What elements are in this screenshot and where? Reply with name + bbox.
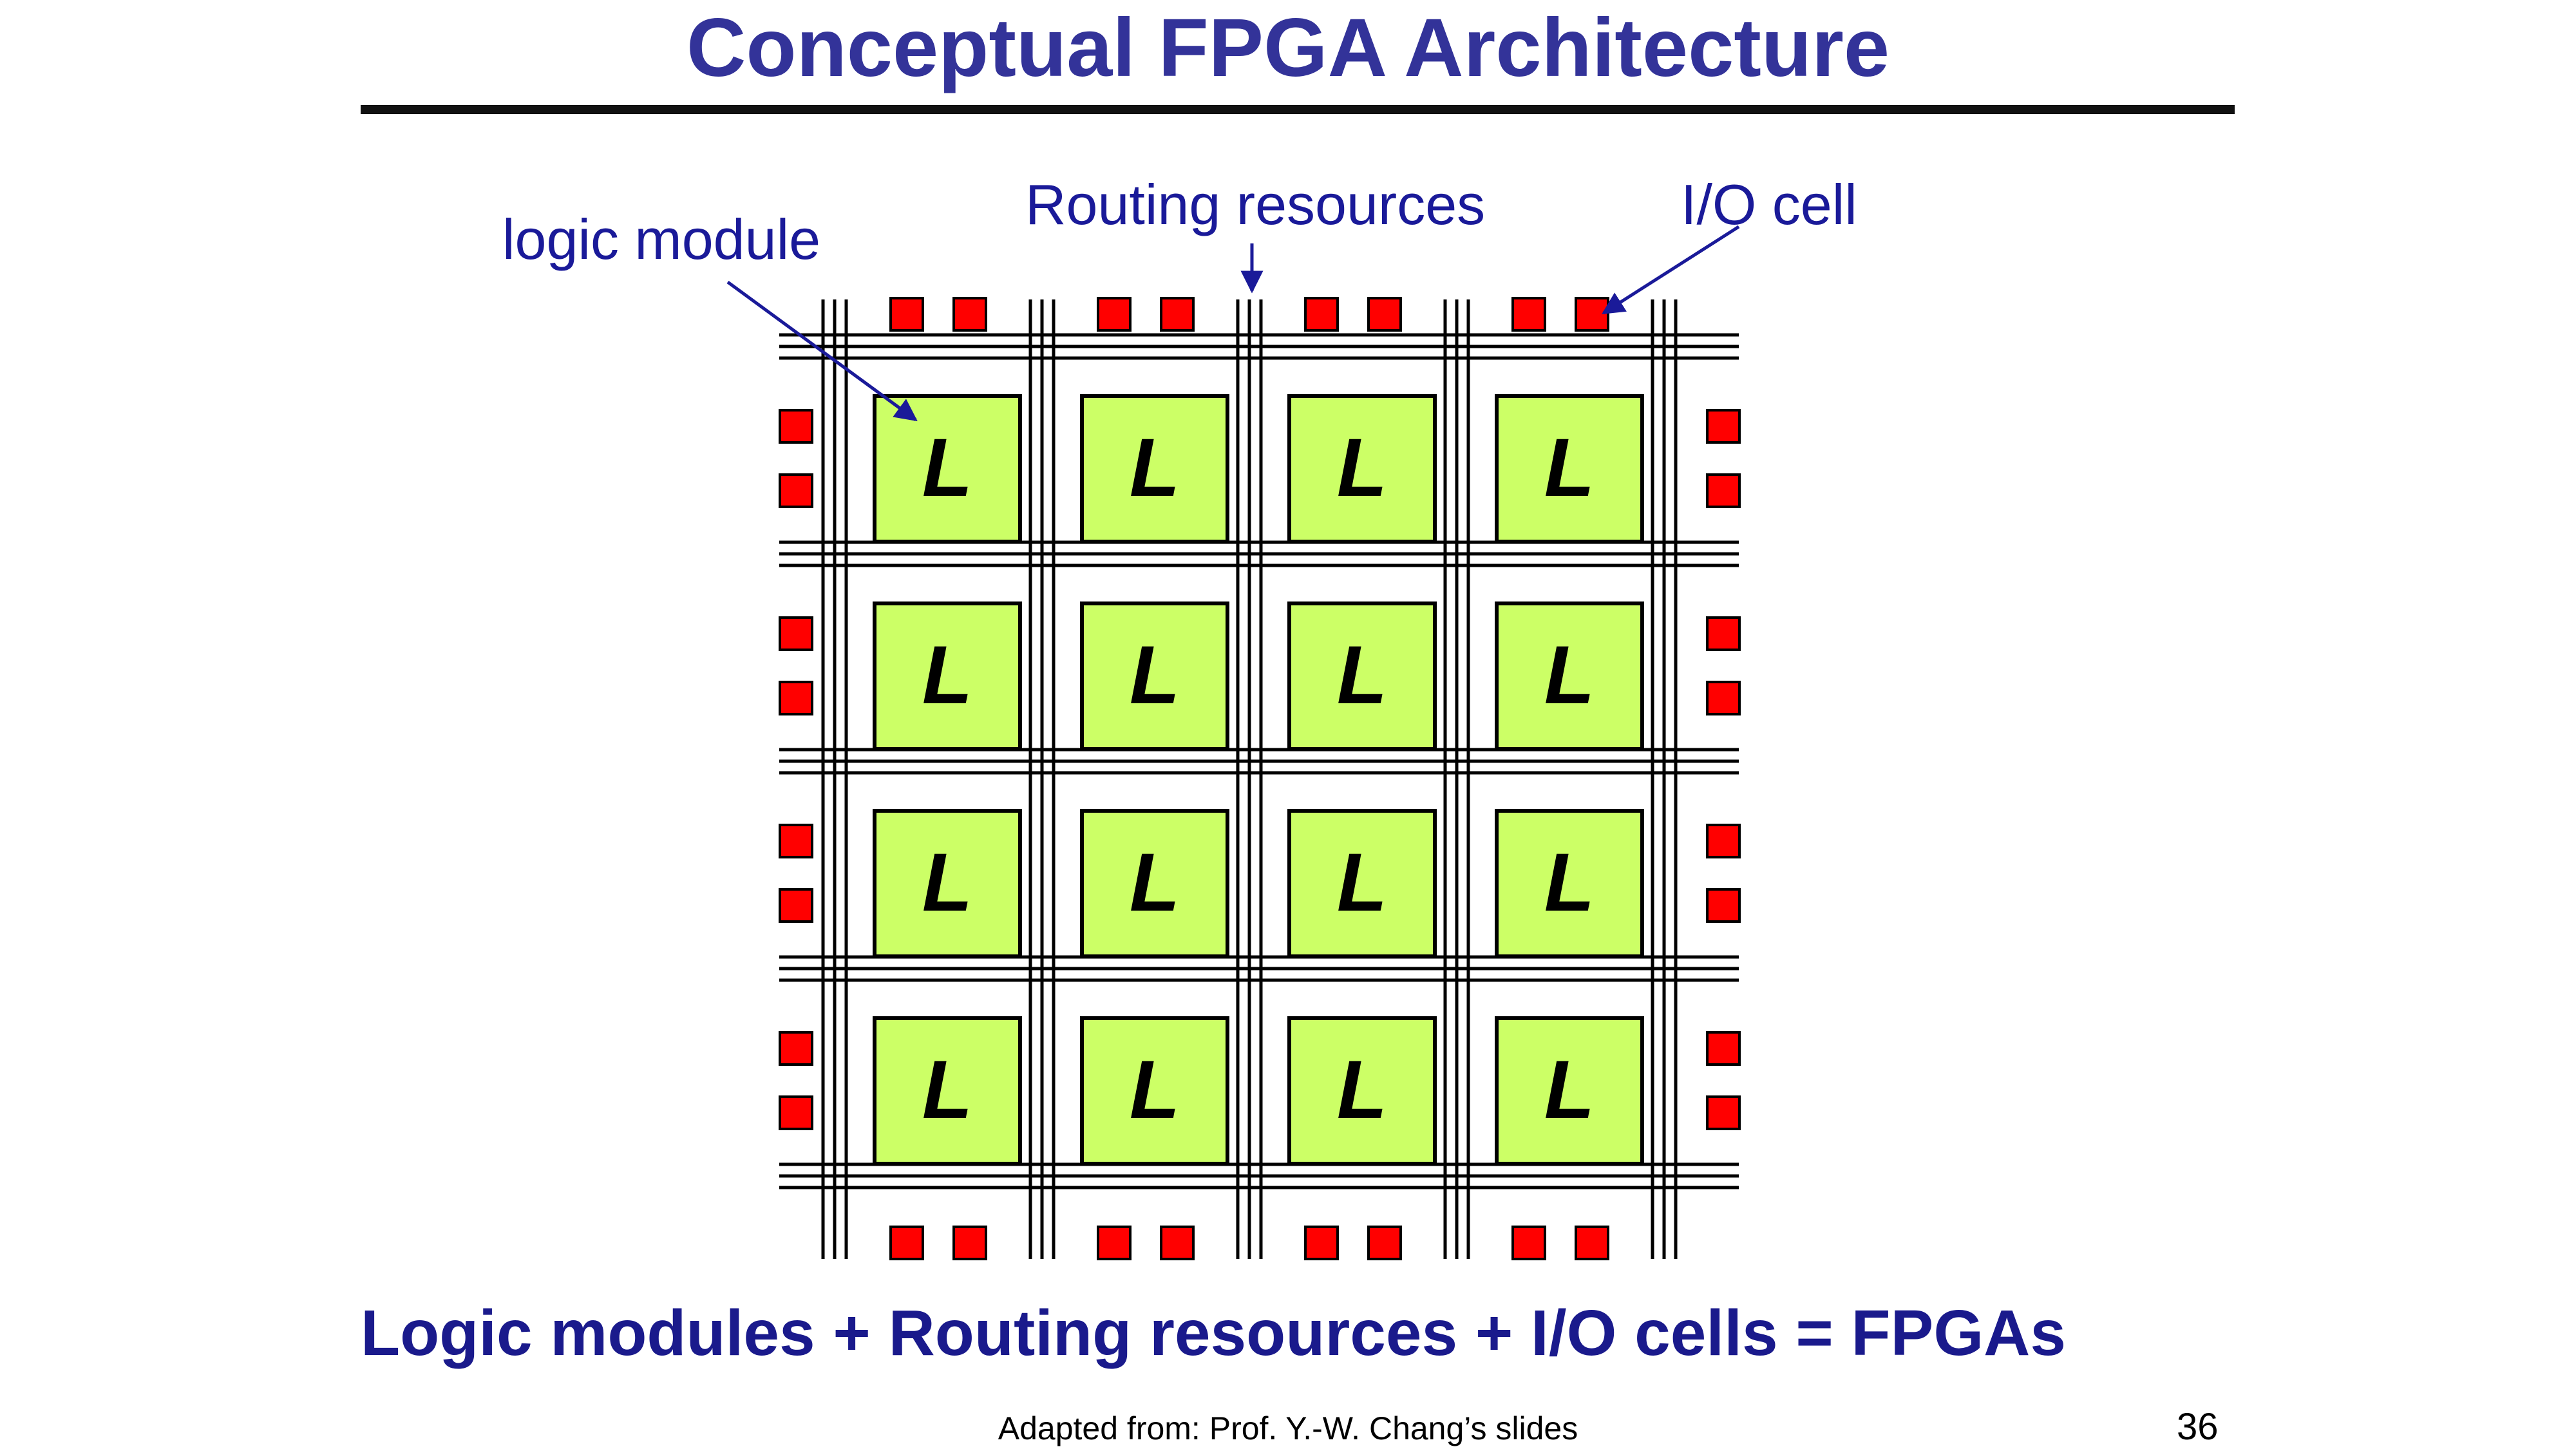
io-cell xyxy=(1367,297,1402,332)
io-cell xyxy=(1706,409,1741,444)
io-cell xyxy=(1367,1226,1402,1260)
logic-module: L xyxy=(873,601,1022,751)
logic-block-square xyxy=(1495,809,1644,958)
logic-module-grid: L L L L L L L L L L L L L L L L xyxy=(873,394,1644,1166)
io-cell-ring xyxy=(779,297,1741,1260)
io-cell xyxy=(779,1095,813,1130)
arrow-to-io-cell xyxy=(1602,225,1740,315)
logic-block-square xyxy=(1080,1016,1229,1166)
logic-block-square xyxy=(873,601,1022,751)
label-logic-module: logic module xyxy=(502,207,821,271)
logic-block-letter: L xyxy=(1337,1044,1387,1136)
logic-block-square xyxy=(1080,394,1229,544)
io-cell xyxy=(1706,616,1741,651)
io-cell xyxy=(1304,1226,1339,1260)
io-cell xyxy=(779,824,813,858)
logic-module: L xyxy=(1287,394,1437,544)
logic-module: L xyxy=(1080,394,1229,544)
logic-block-letter: L xyxy=(1544,1044,1595,1136)
logic-block-letter: L xyxy=(1544,629,1595,721)
logic-block-square xyxy=(1080,601,1229,751)
logic-module: L xyxy=(1495,601,1644,751)
io-cell xyxy=(1160,1226,1195,1260)
logic-block-letter: L xyxy=(922,1044,972,1136)
label-routing-resources: Routing resources xyxy=(1025,173,1486,236)
io-cell xyxy=(1511,1226,1546,1260)
page-number: 36 xyxy=(2177,1406,2219,1448)
logic-block-letter: L xyxy=(922,422,972,514)
io-cell xyxy=(1575,1226,1609,1260)
logic-block-square xyxy=(1495,394,1644,544)
logic-block-letter: L xyxy=(1337,629,1387,721)
io-cell xyxy=(779,1031,813,1066)
logic-module: L xyxy=(873,1016,1022,1166)
io-cell xyxy=(889,1226,924,1260)
logic-block-letter: L xyxy=(922,629,972,721)
logic-block-square xyxy=(1495,601,1644,751)
io-cell xyxy=(779,681,813,715)
logic-module: L xyxy=(1495,809,1644,958)
logic-block-letter: L xyxy=(922,837,972,929)
logic-block-letter: L xyxy=(1337,837,1387,929)
logic-block-letter: L xyxy=(1337,422,1387,514)
logic-module: L xyxy=(1080,809,1229,958)
io-cell xyxy=(779,616,813,651)
io-cell xyxy=(1097,297,1132,332)
arrow-to-logic-module xyxy=(726,280,918,422)
io-cell xyxy=(952,1226,987,1260)
logic-block-square xyxy=(1495,1016,1644,1166)
logic-module: L xyxy=(1287,601,1437,751)
logic-block-square xyxy=(873,1016,1022,1166)
io-cell xyxy=(952,297,987,332)
io-cell xyxy=(1304,297,1339,332)
io-cell xyxy=(1575,297,1609,332)
logic-block-letter: L xyxy=(1544,837,1595,929)
logic-block-letter: L xyxy=(1130,422,1180,514)
logic-block-square xyxy=(873,809,1022,958)
io-cell xyxy=(1511,297,1546,332)
io-cell xyxy=(1706,824,1741,858)
io-cell xyxy=(1706,681,1741,715)
footer-credit: Adapted from: Prof. Y.-W. Chang’s slides xyxy=(998,1410,1578,1446)
io-cell xyxy=(1706,1095,1741,1130)
io-cell xyxy=(1097,1226,1132,1260)
logic-module: L xyxy=(1495,394,1644,544)
io-cell xyxy=(1706,1031,1741,1066)
io-cell xyxy=(1706,473,1741,508)
logic-block-square xyxy=(1287,809,1437,958)
logic-block-letter: L xyxy=(1130,1044,1180,1136)
logic-block-letter: L xyxy=(1130,629,1180,721)
title-underline xyxy=(361,105,2235,114)
logic-module: L xyxy=(1495,1016,1644,1166)
logic-block-square xyxy=(1287,394,1437,544)
io-cell xyxy=(1706,888,1741,923)
io-cell xyxy=(779,473,813,508)
logic-block-letter: L xyxy=(1130,837,1180,929)
annotation-arrows xyxy=(726,225,1740,422)
logic-module: L xyxy=(873,809,1022,958)
logic-block-square xyxy=(1287,1016,1437,1166)
io-cell xyxy=(779,888,813,923)
logic-block-letter: L xyxy=(1544,422,1595,514)
io-cell xyxy=(889,297,924,332)
logic-module: L xyxy=(1080,1016,1229,1166)
logic-block-square xyxy=(1080,809,1229,958)
summary-equation: Logic modules + Routing resources + I/O … xyxy=(361,1297,2066,1369)
io-cell xyxy=(1160,297,1195,332)
label-io-cell: I/O cell xyxy=(1681,173,1857,236)
io-cell xyxy=(779,409,813,444)
logic-module: L xyxy=(1287,1016,1437,1166)
logic-block-square xyxy=(1287,601,1437,751)
logic-module: L xyxy=(1287,809,1437,958)
slide-title: Conceptual FPGA Architecture xyxy=(686,2,1890,94)
logic-module: L xyxy=(1080,601,1229,751)
logic-module: L xyxy=(873,394,1022,544)
